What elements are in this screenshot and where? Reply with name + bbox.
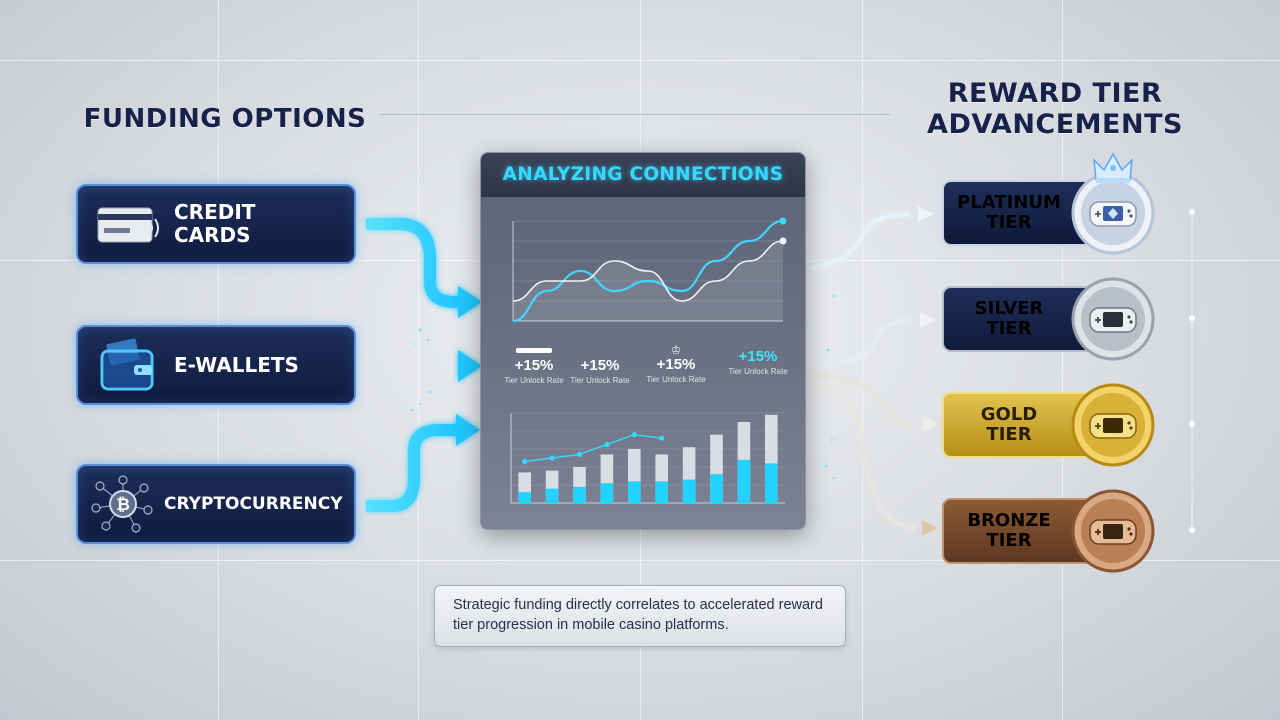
- gold-medal: [1071, 383, 1155, 467]
- credit-card-icon: [97, 207, 159, 243]
- bar-highlight: [627, 481, 641, 503]
- crown-icon: [1093, 152, 1133, 183]
- trend-line: [524, 433, 662, 463]
- line-chart: [512, 217, 787, 323]
- line-series-1: [512, 219, 784, 323]
- trend-point: [631, 432, 637, 438]
- arrow-credit-cards: [366, 218, 462, 308]
- arrow-cryptocurrency: [366, 424, 460, 512]
- line-series-2: [512, 240, 784, 302]
- trend-point: [522, 459, 528, 465]
- platinum-medal: [1071, 171, 1155, 255]
- funding-label: CRYPTOCURRENCY: [164, 493, 343, 514]
- bar-highlight: [518, 492, 532, 503]
- grid-line: [1062, 0, 1063, 720]
- reward-tier-title: REWARD TIER ADVANCEMENTS: [900, 78, 1210, 140]
- connector-bronze: [811, 382, 917, 530]
- analysis-panel: ANALYZING CONNECTIONS: [480, 152, 806, 530]
- stat-value: +15%: [514, 357, 554, 374]
- bronze-medal: [1071, 489, 1155, 573]
- arrowhead: [456, 414, 480, 446]
- arrowhead: [922, 416, 938, 432]
- bar-highlight: [710, 474, 723, 503]
- stat-label: Tier Unlock Rate: [570, 376, 630, 385]
- tier-label: BRONZE TIER: [967, 510, 1051, 551]
- arrowhead: [918, 206, 934, 222]
- caption-box: Strategic funding directly correlates to…: [434, 585, 846, 647]
- stat-tier-unlock-2: +15% Tier Unlock Rate: [560, 357, 640, 385]
- panel-title: ANALYZING CONNECTIONS: [481, 153, 805, 197]
- stat-tier-unlock-1: +15% Tier Unlock Rate: [494, 348, 574, 385]
- silver-medal: [1071, 277, 1155, 361]
- crown-icon: ♔: [670, 343, 682, 357]
- tier-label: GOLD TIER: [980, 404, 1038, 445]
- stat-value: +15%: [738, 348, 778, 365]
- bar-highlight: [600, 483, 614, 503]
- bar-highlight: [545, 488, 559, 503]
- bar-icon: [516, 348, 552, 353]
- trend-point: [549, 455, 555, 461]
- wallet-icon: [100, 338, 154, 391]
- stat-value: +15%: [580, 357, 620, 374]
- arrowhead: [922, 520, 938, 536]
- stat-value: +15%: [656, 356, 696, 373]
- grid-line: [0, 60, 1280, 61]
- arrowhead: [458, 350, 482, 382]
- bar-highlight: [764, 463, 778, 503]
- grid-line: [862, 0, 863, 720]
- reward-tier-title-line1: REWARD TIER: [947, 78, 1163, 109]
- tier-label: PLATINUM TIER: [957, 192, 1061, 233]
- funding-cryptocurrency[interactable]: ₿ CRYPTOCURRENCY: [76, 464, 356, 544]
- bar-highlight: [737, 459, 751, 503]
- stat-label: Tier Unlock Rate: [728, 367, 788, 376]
- line-point: [779, 237, 787, 245]
- funding-e-wallets[interactable]: E-WALLETS: [76, 325, 356, 405]
- connector-silver: [811, 318, 913, 368]
- funding-options-title: FUNDING OPTIONS: [83, 104, 367, 134]
- tier-label: SILVER TIER: [974, 298, 1044, 339]
- stat-tier-unlock-4: +15% Tier Unlock Rate: [718, 348, 798, 376]
- caption-text: Strategic funding directly correlates to…: [453, 597, 823, 633]
- stat-label: Tier Unlock Rate: [504, 376, 564, 385]
- bitcoin-network-icon: ₿: [91, 475, 153, 533]
- svg-text:₿: ₿: [116, 495, 130, 515]
- bar-highlight: [682, 479, 696, 503]
- stat-tier-unlock-3: ♔ +15% Tier Unlock Rate: [636, 344, 716, 384]
- trend-point: [604, 441, 610, 448]
- bar-highlight: [573, 486, 586, 503]
- bar-chart: [510, 412, 785, 504]
- stat-label: Tier Unlock Rate: [646, 375, 706, 384]
- trend-point: [659, 435, 665, 441]
- funding-credit-cards[interactable]: CREDIT CARDS: [76, 184, 356, 264]
- reward-tier-title-line2: ADVANCEMENTS: [927, 109, 1183, 140]
- funding-label: CREDIT CARDS: [174, 200, 256, 247]
- bar-highlight: [655, 481, 669, 503]
- line-point: [779, 217, 787, 225]
- arrowhead: [920, 312, 936, 328]
- grid-line: [0, 560, 1280, 561]
- connector-platinum: [811, 212, 911, 270]
- connector-gold: [811, 374, 917, 426]
- decor-dots: [1189, 209, 1195, 533]
- arrowhead: [458, 286, 482, 318]
- funding-label: E-WALLETS: [174, 352, 299, 377]
- trend-point: [576, 451, 583, 457]
- grid-line: [380, 114, 890, 115]
